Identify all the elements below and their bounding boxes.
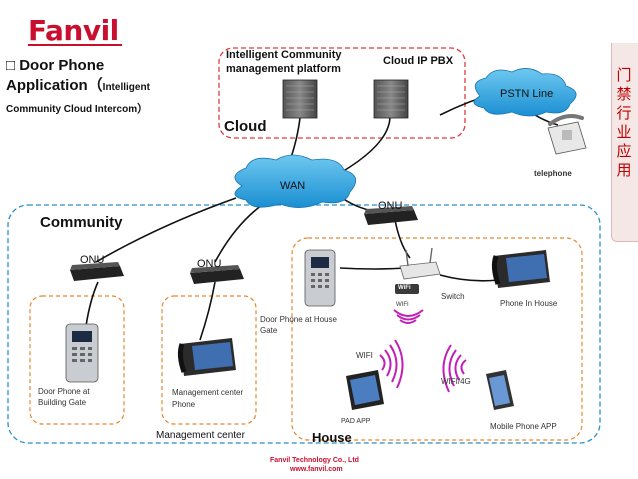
icm-server-icon (282, 79, 318, 119)
headline-line2-sub: Intelligent (102, 82, 150, 93)
wifi-badge (395, 284, 419, 294)
house-zone-border (291, 237, 583, 441)
headline-line3-close: ） (137, 103, 149, 115)
mobile-phone-icon (486, 370, 514, 410)
house-phone-label: Phone In House (500, 299, 558, 308)
wifi-waves (379, 309, 467, 393)
wifi-mid-label: WIFI (356, 351, 373, 360)
pad-icon (346, 370, 384, 410)
management-phone-label: Management center Phone (172, 388, 244, 409)
onu-house-label: ONU (378, 200, 403, 212)
building-zone-border (29, 295, 125, 425)
footer-company: Fanvil Technology Co., Ltd (270, 457, 359, 464)
pstn-cloud-icon (473, 68, 577, 117)
wifi-4g-label: WIFI/4G (441, 377, 471, 386)
onu-building-label: ONU (80, 254, 105, 266)
pbx-server-icon (373, 79, 409, 119)
onu-management-label: ONU (197, 258, 222, 270)
house-door-phone-label: Door Phone at House Gate (260, 315, 337, 335)
sidebar-panel (611, 43, 638, 242)
telephone-label: telephone (534, 169, 572, 178)
management-zone-border (161, 295, 257, 425)
management-zone-title: Management center (156, 430, 245, 441)
headline-line1: □ Door Phone (6, 57, 105, 74)
door-phone-building-icon (65, 323, 99, 383)
wan-label: WAN (280, 180, 306, 192)
cloud-zone-border (218, 47, 466, 139)
building-door-phone-label: Door Phone at Building Gate (38, 387, 90, 407)
headline-line3-text: Community Cloud Intercom (6, 104, 138, 115)
wifi-small-label: WIFI (396, 302, 409, 308)
house-phone-icon (491, 250, 550, 288)
brand-logo: Fanvil (28, 14, 119, 47)
icm-platform-label: Intelligent Community management platfor… (226, 49, 342, 75)
headline-line2-main: Application（ (6, 77, 103, 94)
mobile-app-label: Mobile Phone APP (490, 422, 557, 431)
onu-building-icon (70, 262, 124, 281)
headline-line3: Community Cloud Intercom） (6, 98, 196, 120)
headline-line2: Application（Intelligent (6, 76, 196, 98)
cloud-pbx-label: Cloud IP PBX (383, 55, 454, 67)
sidebar-vertical-text: 门禁行业应用 (616, 66, 632, 179)
footer-url: www.fanvil.com (290, 466, 343, 473)
pstn-line-label: PSTN Line (500, 88, 554, 100)
door-phone-house-icon (304, 249, 336, 307)
wan-cloud-icon (234, 154, 357, 208)
onu-house-icon (364, 206, 418, 225)
community-zone-title: Community (40, 214, 123, 231)
house-zone-title: House (312, 430, 352, 445)
telephone-icon (547, 114, 587, 155)
logo-underline (28, 44, 122, 46)
switch-label: Switch (441, 292, 465, 301)
pad-app-label: PAD APP (341, 418, 371, 425)
wifi-badge-text: WiFi (398, 285, 411, 291)
management-phone-icon (177, 338, 236, 376)
slide-headline: □ Door Phone Application（Intelligent Com… (6, 56, 196, 120)
cloud-zone-title: Cloud (224, 118, 267, 135)
onu-management-icon (190, 265, 244, 284)
